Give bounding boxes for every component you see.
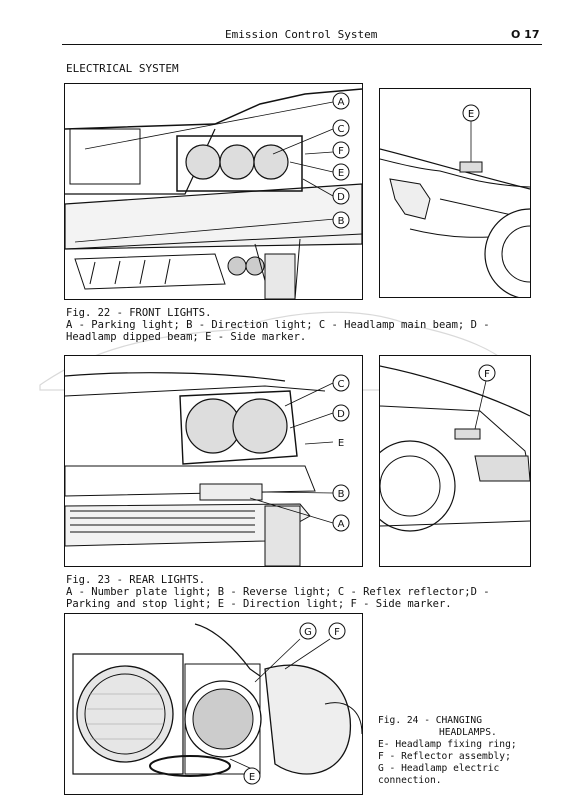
callout-A-circle bbox=[332, 92, 350, 110]
fig23-callout-B: B bbox=[338, 489, 345, 500]
header-rule bbox=[62, 44, 542, 45]
fig24-changing-headlamps-drawing: G F E bbox=[64, 613, 363, 795]
fig22-caption-line3: Headlamp dipped beam; E - Side marker. bbox=[66, 331, 307, 343]
fig22-front-lights-drawing: A C F E D B bbox=[64, 83, 363, 300]
page-number: O 17 bbox=[511, 28, 540, 41]
fig24-caption-line4: F - Reflector assembly; bbox=[378, 751, 511, 762]
fig23-side-marker-inset: F bbox=[379, 355, 531, 567]
fig22-caption-line2: A - Parking light; B - Direction light; … bbox=[66, 319, 490, 331]
fig24-caption-line1: Fig. 24 - CHANGING bbox=[378, 715, 482, 726]
fig22-callout-F: F bbox=[338, 146, 344, 157]
fig23-caption-line2: A - Number plate light; B - Reverse ligh… bbox=[66, 586, 490, 598]
fig24-caption-line2: HEADLAMPS. bbox=[439, 727, 497, 738]
fig23-callout-A: A bbox=[338, 519, 345, 530]
fig22-callout-A: A bbox=[338, 97, 345, 108]
fig22-inset-callout-E: E bbox=[468, 109, 474, 120]
fig22-callout-D: D bbox=[337, 192, 345, 203]
fig23-inset-callout-F: F bbox=[484, 369, 490, 380]
fig23-rear-lights-drawing: C D E B A bbox=[64, 355, 363, 567]
fig24-callout-F: F bbox=[334, 627, 340, 638]
fig24-caption-line6: connection. bbox=[378, 775, 442, 786]
fig23-caption-line3: Parking and stop light; E - Direction li… bbox=[66, 598, 452, 610]
fig22-side-marker-inset: E bbox=[379, 88, 531, 298]
fig22-callout-C: C bbox=[338, 124, 345, 135]
fig22-callout-B: B bbox=[338, 216, 345, 227]
fig23-callout-D: D bbox=[337, 409, 345, 420]
fig24-caption-line5: G - Headlamp electric bbox=[378, 763, 500, 774]
fig23-callout-C: C bbox=[338, 379, 345, 390]
fig23-caption-line1: Fig. 23 - REAR LIGHTS. bbox=[66, 574, 206, 586]
fig22-caption-line1: Fig. 22 - FRONT LIGHTS. bbox=[66, 307, 212, 319]
fig24-callout-G: G bbox=[304, 627, 312, 638]
fig24-caption-line3: E- Headlamp fixing ring; bbox=[378, 739, 517, 750]
fig23-callout-E: E bbox=[338, 438, 344, 449]
fig22-callout-E: E bbox=[338, 168, 344, 179]
section-title: ELECTRICAL SYSTEM bbox=[66, 62, 179, 75]
page-header-title: Emission Control System bbox=[225, 28, 378, 41]
fig24-callout-E: E bbox=[249, 772, 255, 783]
